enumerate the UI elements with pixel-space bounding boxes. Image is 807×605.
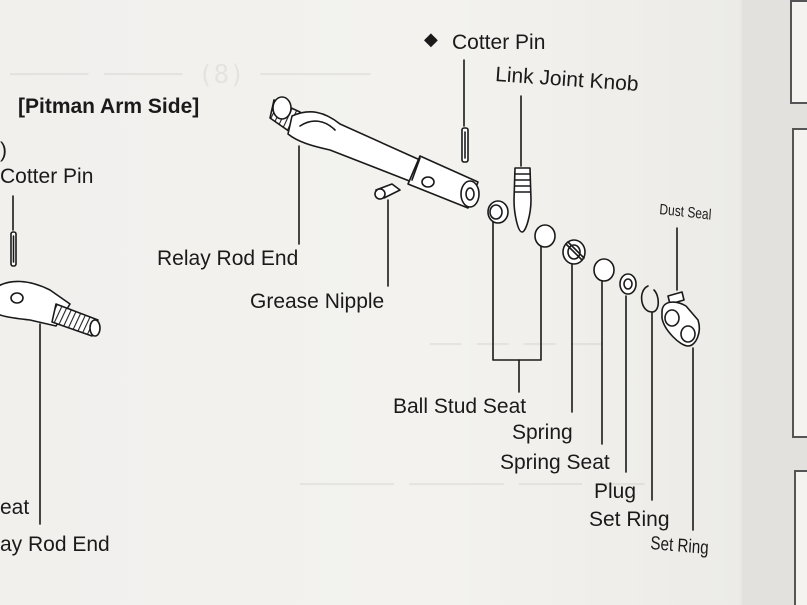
grease-nipple-part [374,183,401,200]
paper-sheet [0,0,740,605]
label-spring: Spring [512,421,573,444]
ball-stud-seat-parts [487,200,556,248]
label-cotter-pin-left: Cotter Pin [0,165,94,188]
label-ball-stud-seat: Ball Stud Seat [393,395,527,418]
spring-seat-part [619,273,637,295]
relay-rod-end-part [269,96,480,209]
set-ring-part [640,285,660,313]
diamond-marker: ◆ [424,29,438,49]
label-set-ring-2: Set Ring [649,533,710,560]
left-cotter-pin [10,231,17,267]
plug-part [593,258,615,282]
bleed-through-3: ────── ────── ──── ─── [300,470,645,500]
left-bracket-fragment: ) [0,139,7,162]
leader-ball-stud-seat-bracket [492,221,542,361]
bleed-through-2: ── ── ── ── [430,330,603,360]
heading-pitman-arm-side: [Pitman Arm Side] [18,95,200,118]
top-cotter-pin [461,127,469,163]
label-grease-nipple: Grease Nipple [250,290,385,313]
label-set-ring-1: Set Ring [589,508,670,531]
adjacent-page-box-1 [790,0,807,104]
left-relay-rod-end-part [0,280,101,337]
link-joint-knob-part [513,167,532,233]
dust-seal-part [661,291,701,347]
adjacent-page [742,0,807,605]
adjacent-page-box-2 [792,128,807,438]
label-eat-fragment: eat [0,496,30,519]
label-plug: Plug [594,480,637,503]
label-relay-rod-end-fragment: ay Rod End [0,533,110,556]
adjacent-page-box-3 [794,470,807,605]
label-spring-seat: Spring Seat [500,451,610,474]
label-cotter-pin-top: Cotter Pin [452,31,546,54]
label-relay-rod-end: Relay Rod End [157,247,299,270]
bleed-through-1: ───── ───── (8) ─────── [10,60,371,90]
spring-part [562,239,586,265]
